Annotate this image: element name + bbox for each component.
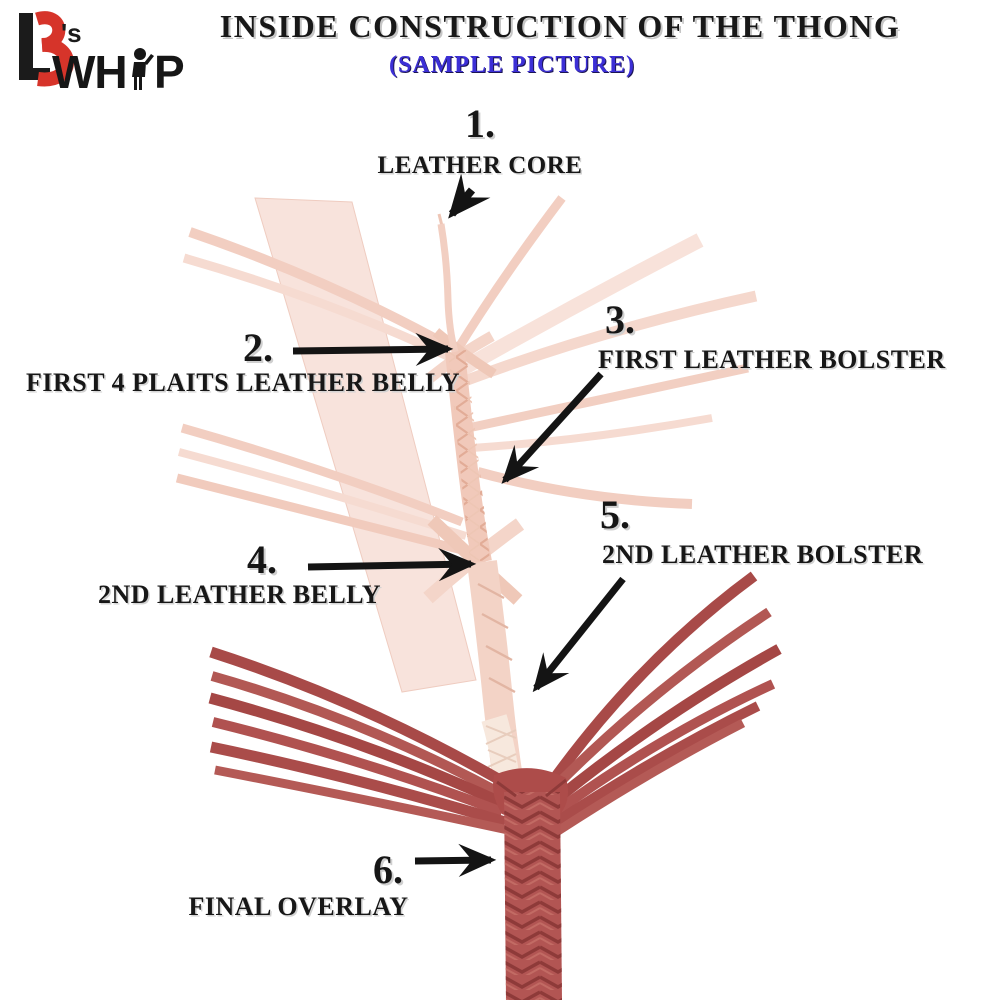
arrow-6 [414, 843, 497, 878]
annotation-arrows [292, 173, 626, 878]
logo-whip-p: P [154, 46, 185, 98]
label-5-number: 5. [600, 492, 630, 537]
whip-core-column [437, 213, 523, 781]
pale-wide-band [254, 197, 477, 693]
person-silhouette-icon [132, 48, 154, 90]
red-strands [208, 571, 782, 835]
page-title: INSIDE CONSTRUCTION OF THE THONG [219, 8, 901, 44]
arrow-5 [532, 576, 626, 693]
label-4-text: 2ND LEATHER BELLY [97, 580, 382, 609]
label-1-text: LEATHER CORE [377, 152, 583, 179]
logo-b-bowl-bottom [37, 38, 74, 87]
twine-wrap [481, 714, 519, 776]
label-2-text: FIRST 4 PLAITS LEATHER BELLY [26, 368, 460, 397]
logo-b-stem [19, 13, 50, 80]
label-3-text: FIRST LEATHER BOLSTER [598, 345, 946, 374]
arrow-4 [307, 547, 477, 582]
page-subtitle: (SAMPLE PICTURE) [388, 52, 635, 78]
logo-apostrophe-s: 's [61, 18, 82, 48]
brand-logo: 's WH P [6, 8, 201, 98]
label-1-number: 1. [465, 101, 495, 146]
four-plait-texture [448, 350, 490, 562]
label-5-text: 2ND LEATHER BOLSTER [602, 540, 924, 569]
label-6-text: FINAL OVERLAY [188, 892, 409, 921]
arrow-3 [501, 371, 604, 484]
pale-strands [175, 195, 758, 693]
label-6-number: 6. [373, 847, 403, 892]
final-overlay-braid [493, 768, 568, 1000]
arrow-1 [448, 173, 491, 219]
label-3-number: 3. [605, 297, 635, 342]
label-2-number: 2. [243, 325, 273, 370]
arrow-2 [292, 332, 454, 367]
logo-whip-wh: WH [52, 46, 127, 98]
braid-stem-texture [504, 792, 562, 1000]
label-4-number: 4. [247, 537, 277, 582]
brand-logo-graphic: 's WH P [19, 11, 185, 98]
